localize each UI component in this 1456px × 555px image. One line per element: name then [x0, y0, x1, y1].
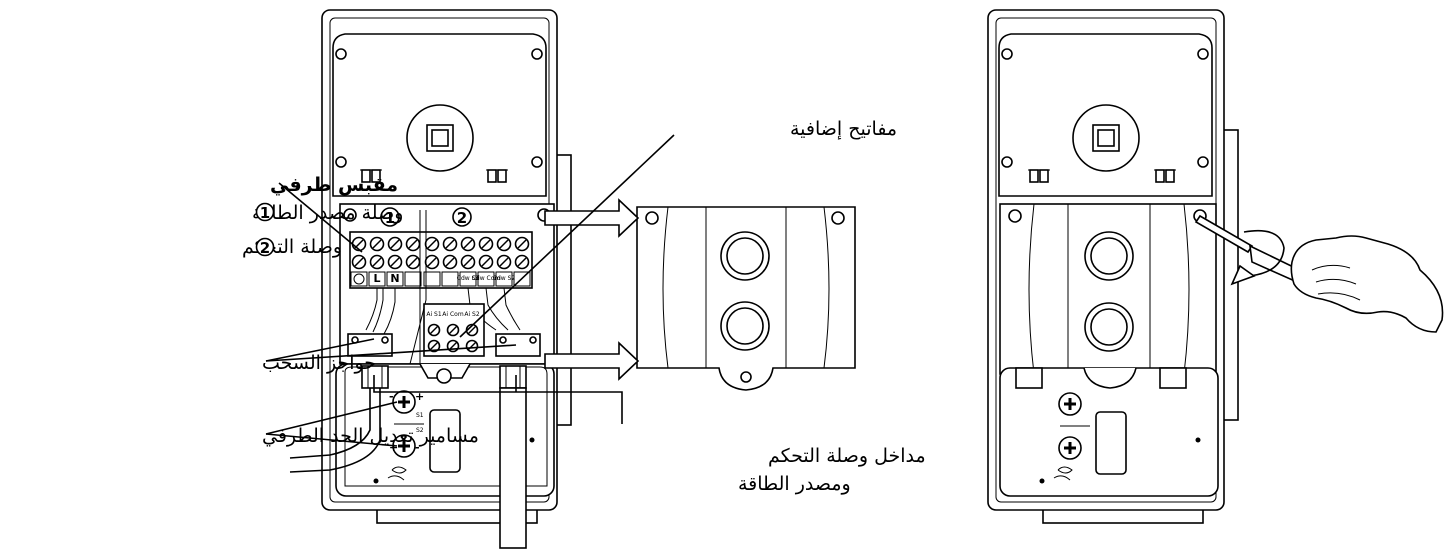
aux-com: Ai Com [442, 311, 464, 318]
limit-screws-label: مسامير تعديل الحد الطرفي [262, 425, 479, 447]
terminal-L-label: L [373, 272, 380, 285]
screw [335, 48, 347, 60]
screw [335, 156, 347, 168]
terminal-cw-s1: Cdw S1 [457, 275, 480, 282]
entries-label-line2: ومصدر الطاقة [738, 473, 851, 495]
strain-relief-label: حواجز السحب [262, 352, 376, 374]
s1-label: S1 [416, 412, 424, 419]
limit-screw-s2[interactable] [392, 434, 416, 458]
terminal-com: Cdw Com [472, 275, 501, 282]
removed-terminal-cover [636, 206, 856, 391]
num-2: 2 [457, 209, 467, 227]
removal-arrows [544, 198, 640, 381]
screw [531, 156, 543, 168]
ground-icon [353, 273, 365, 285]
power-connection-label: وصلة مصدر الطاقة [252, 202, 403, 224]
callout-lines [265, 134, 675, 447]
plus-sign-2: + [389, 441, 398, 454]
screw [531, 48, 543, 60]
strain-relief-right [495, 333, 541, 357]
right-actuator [987, 9, 1239, 524]
hand-icon [1290, 235, 1444, 333]
power-number: 1 [260, 204, 270, 222]
terminal-block-label: مقبس طرفي [270, 174, 398, 196]
aux-s1: Ai S1 [426, 311, 441, 318]
labels: مقبس طرفي وصلة مصدر الطاقة 1 وصلة التحكم… [242, 118, 926, 495]
plus-sign: + [415, 390, 424, 403]
num-1: 1 [385, 209, 395, 227]
connection-number-1 [380, 207, 400, 227]
aux-switches-label: مفاتيح إضافية [790, 118, 897, 141]
minus-sign: - [389, 390, 394, 403]
limit-screw-s1-right[interactable] [1058, 392, 1082, 416]
terminal-strip [349, 231, 533, 289]
window [429, 409, 461, 473]
terminal-N-label: N [390, 272, 399, 285]
control-number: 2 [260, 239, 270, 257]
terminal-cw-s2: Cdw S2 [493, 275, 516, 282]
s2-label: S2 [416, 427, 424, 434]
aux-s2: Ai S2 [464, 311, 479, 318]
left-actuator: 1 2 L N Cdw S1 Cdw Com Cdw S2 Ai S1 Ai C… [289, 9, 572, 549]
limit-screw-s1[interactable] [392, 390, 416, 414]
minus-sign-2: - [415, 441, 420, 454]
screwdriver-hand [1194, 214, 1444, 333]
limit-screw-s2-right[interactable] [1058, 436, 1082, 460]
connection-number-2 [452, 207, 472, 227]
cable-gland-right [499, 365, 527, 389]
entries-label-line1: مداخل وصلة التحكم [768, 445, 926, 467]
cable [499, 387, 527, 549]
